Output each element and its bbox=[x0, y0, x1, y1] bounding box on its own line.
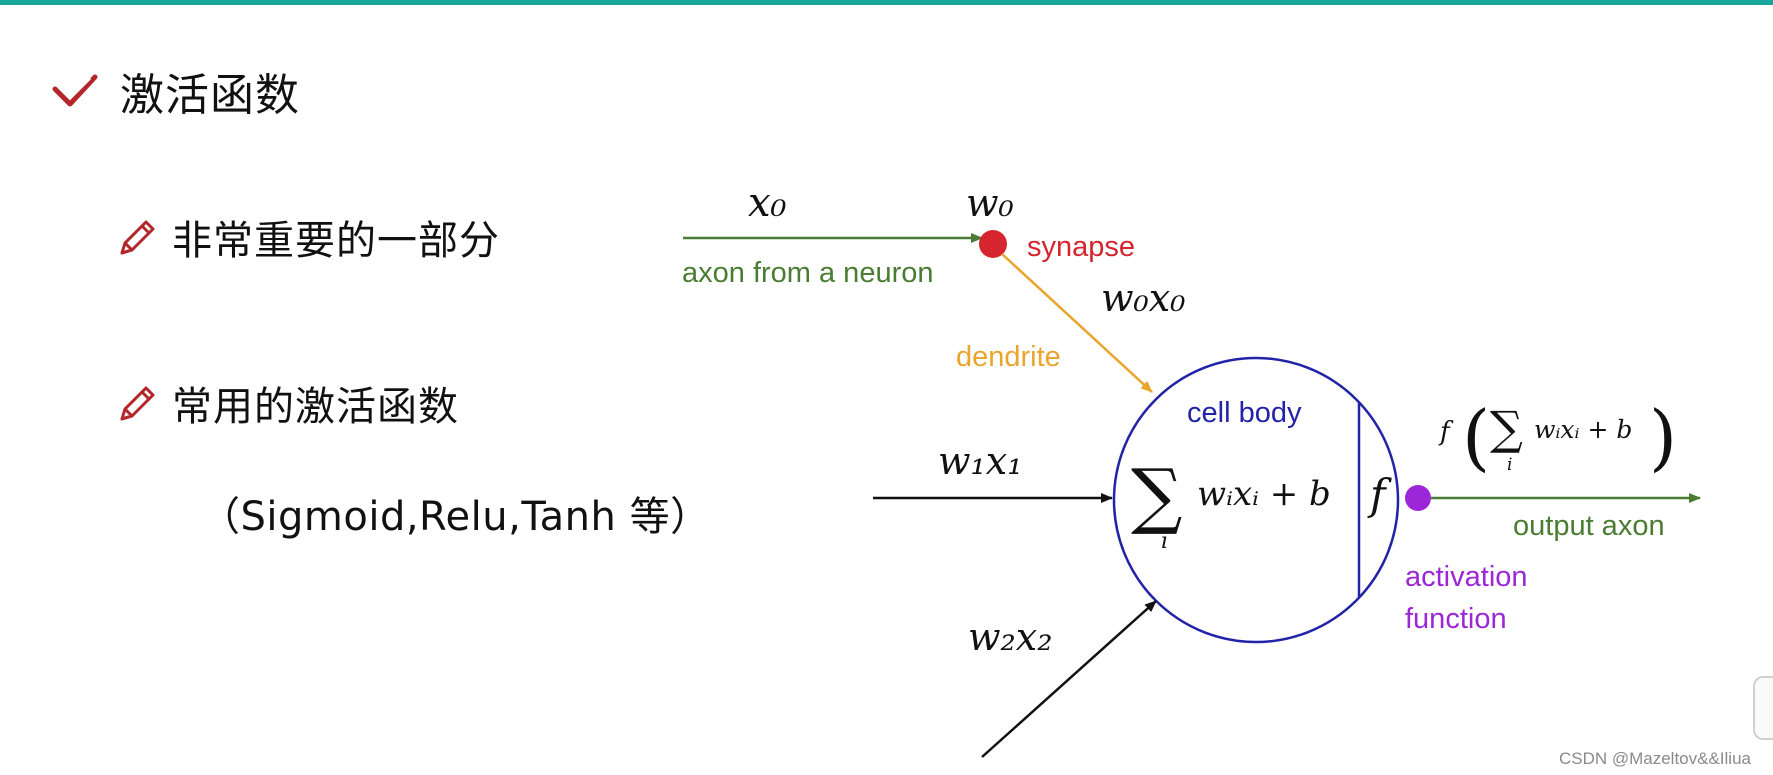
dendrite-arrow bbox=[1001, 253, 1153, 393]
x0-label: x₀ bbox=[748, 180, 787, 226]
pencil-icon bbox=[120, 386, 155, 421]
output-formula-index: i bbox=[1507, 455, 1512, 475]
activation-dot bbox=[1405, 485, 1431, 511]
w2x2-label: w₂x₂ bbox=[968, 615, 1052, 659]
output-formula-open-paren: ( bbox=[1462, 395, 1490, 479]
page-title: 激活函数 bbox=[120, 70, 300, 121]
output-formula-expression: wᵢxᵢ + b bbox=[1534, 415, 1632, 444]
top-accent-bar bbox=[0, 0, 1773, 5]
f-symbol: f bbox=[1367, 470, 1392, 519]
cell-body-label: cell body bbox=[1187, 397, 1302, 429]
dendrite-label: dendrite bbox=[956, 341, 1061, 373]
output-axon-label: output axon bbox=[1513, 510, 1665, 542]
output-formula-sum: ∑ bbox=[1490, 401, 1523, 455]
pencil-icon bbox=[120, 220, 155, 255]
bullet-text: 常用的激活函数 bbox=[172, 384, 459, 430]
sum-expression: wᵢxᵢ + b bbox=[1197, 474, 1331, 514]
activation-examples: （Sigmoid,Relu,Tanh 等） bbox=[200, 494, 711, 540]
axon-from-neuron-label: axon from a neuron bbox=[682, 257, 933, 289]
bullet-text: 非常重要的一部分 bbox=[172, 218, 500, 264]
output-formula-f: f bbox=[1438, 417, 1454, 447]
w2x2-arrow bbox=[981, 600, 1157, 758]
w0-label: w₀ bbox=[966, 181, 1014, 225]
w0x0-label: w₀x₀ bbox=[1101, 276, 1185, 320]
activation-label-line1: activation bbox=[1405, 561, 1528, 593]
cell-body-circle bbox=[1112, 356, 1400, 644]
output-formula-close-paren: ) bbox=[1649, 395, 1677, 479]
w1x1-label: w₁x₁ bbox=[938, 439, 1022, 483]
synapse-dot bbox=[979, 230, 1007, 258]
synapse-label: synapse bbox=[1027, 231, 1135, 263]
bullet-item: 非常重要的一部分 bbox=[116, 208, 500, 266]
watermark: CSDN @Mazeltov&&Iliua bbox=[1558, 749, 1751, 768]
bullet-item: 常用的激活函数 bbox=[116, 374, 459, 432]
activation-label-line2: function bbox=[1405, 603, 1507, 635]
sum-symbol: ∑ bbox=[1131, 453, 1182, 537]
check-icon bbox=[52, 74, 98, 107]
slide-heading: 激活函数 bbox=[52, 66, 300, 121]
sum-index: i bbox=[1161, 529, 1168, 554]
side-edge-tab[interactable] bbox=[1753, 676, 1773, 740]
